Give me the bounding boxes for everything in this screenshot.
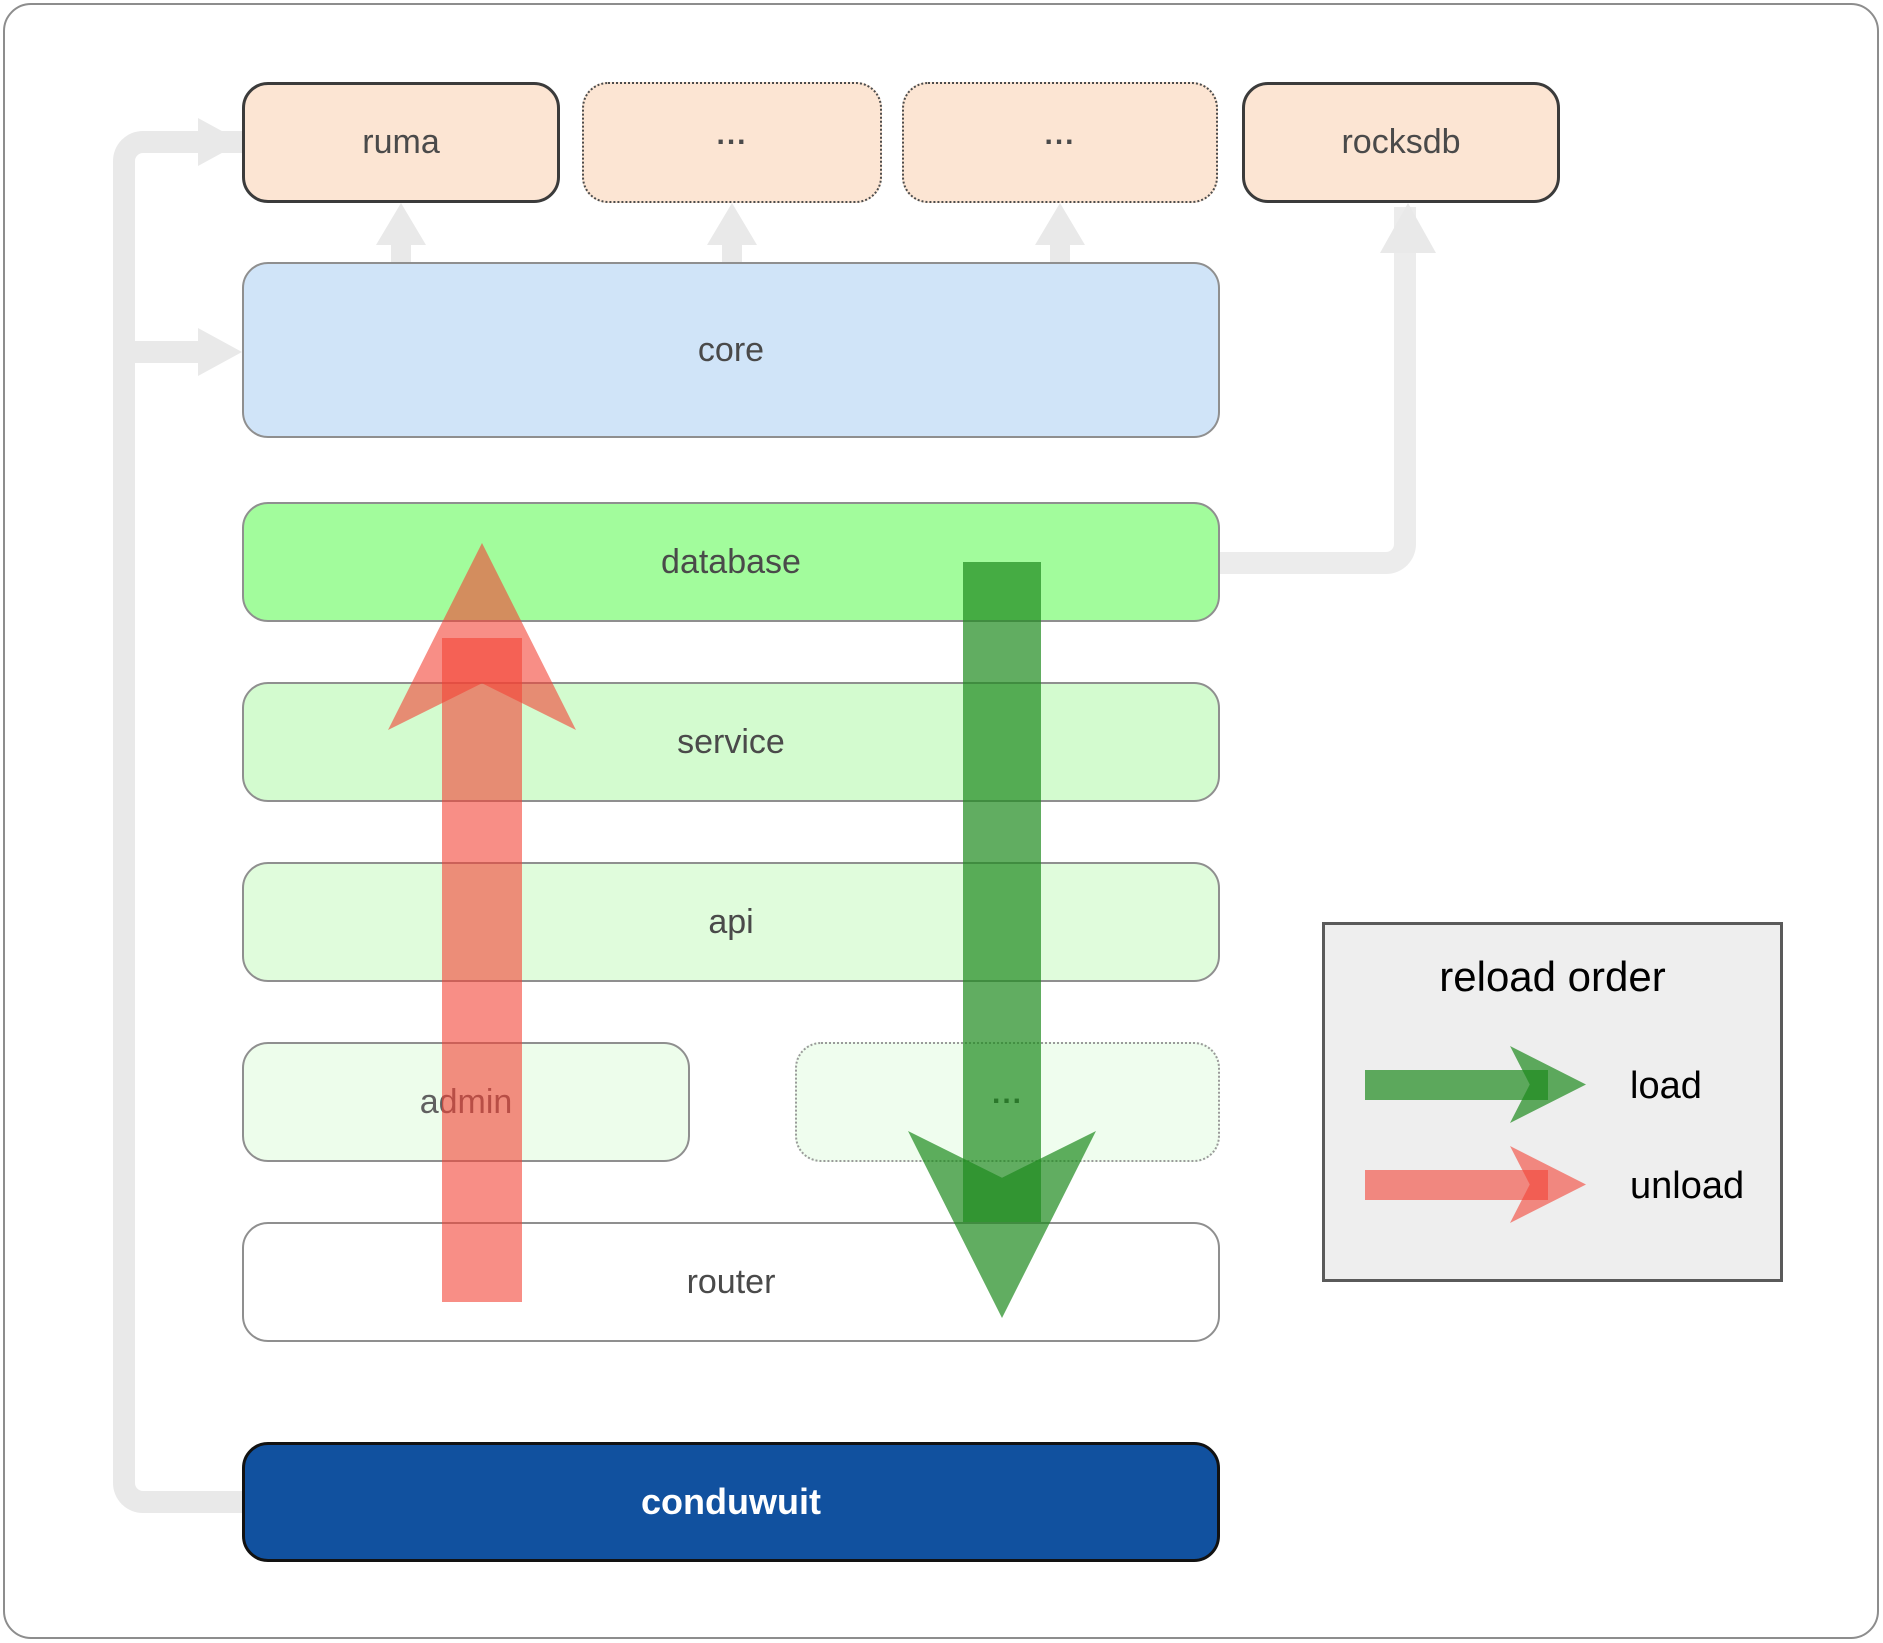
page-border xyxy=(3,3,1879,1639)
box-ruma: ruma xyxy=(242,82,560,203)
box-crate-ellipsis-2-label: ... xyxy=(1044,117,1076,151)
database-to-rocksdb-connector xyxy=(1220,207,1416,574)
box-crate-ellipsis-2: ... xyxy=(902,82,1218,203)
box-database-label: database xyxy=(661,542,801,581)
legend-reload-order: reload order load unload xyxy=(1322,922,1783,1282)
box-rocksdb: rocksdb xyxy=(1242,82,1560,203)
legend-load-arrow-shaft xyxy=(1365,1070,1548,1100)
legend-load-label: load xyxy=(1630,1065,1702,1107)
load-arrow-shaft xyxy=(963,562,1041,1222)
legend-title: reload order xyxy=(1439,953,1666,1000)
box-api-label: api xyxy=(708,902,754,941)
box-rocksdb-label: rocksdb xyxy=(1341,123,1461,161)
conduwuit-to-core-connector xyxy=(135,341,210,363)
unload-arrow-shaft xyxy=(442,638,522,1302)
box-service: service xyxy=(242,682,1220,802)
box-router: router xyxy=(242,1222,1220,1342)
box-api: api xyxy=(242,862,1220,982)
box-crate-ellipsis-1: ... xyxy=(582,82,882,203)
box-core: core xyxy=(242,262,1220,438)
box-service-label: service xyxy=(677,722,785,761)
box-ruma-label: ruma xyxy=(362,123,440,161)
box-core-label: core xyxy=(697,330,765,369)
box-conduwuit: conduwuit xyxy=(242,1442,1220,1562)
legend-unload-arrow-shaft xyxy=(1365,1170,1548,1200)
box-router-label: router xyxy=(686,1262,776,1301)
legend-unload-label: unload xyxy=(1630,1165,1745,1207)
box-database: database xyxy=(242,502,1220,622)
conduwuit-dependency-connector xyxy=(113,131,242,1513)
box-conduwuit-label: conduwuit xyxy=(641,1481,821,1522)
box-crate-ellipsis-1-label: ... xyxy=(716,117,748,151)
